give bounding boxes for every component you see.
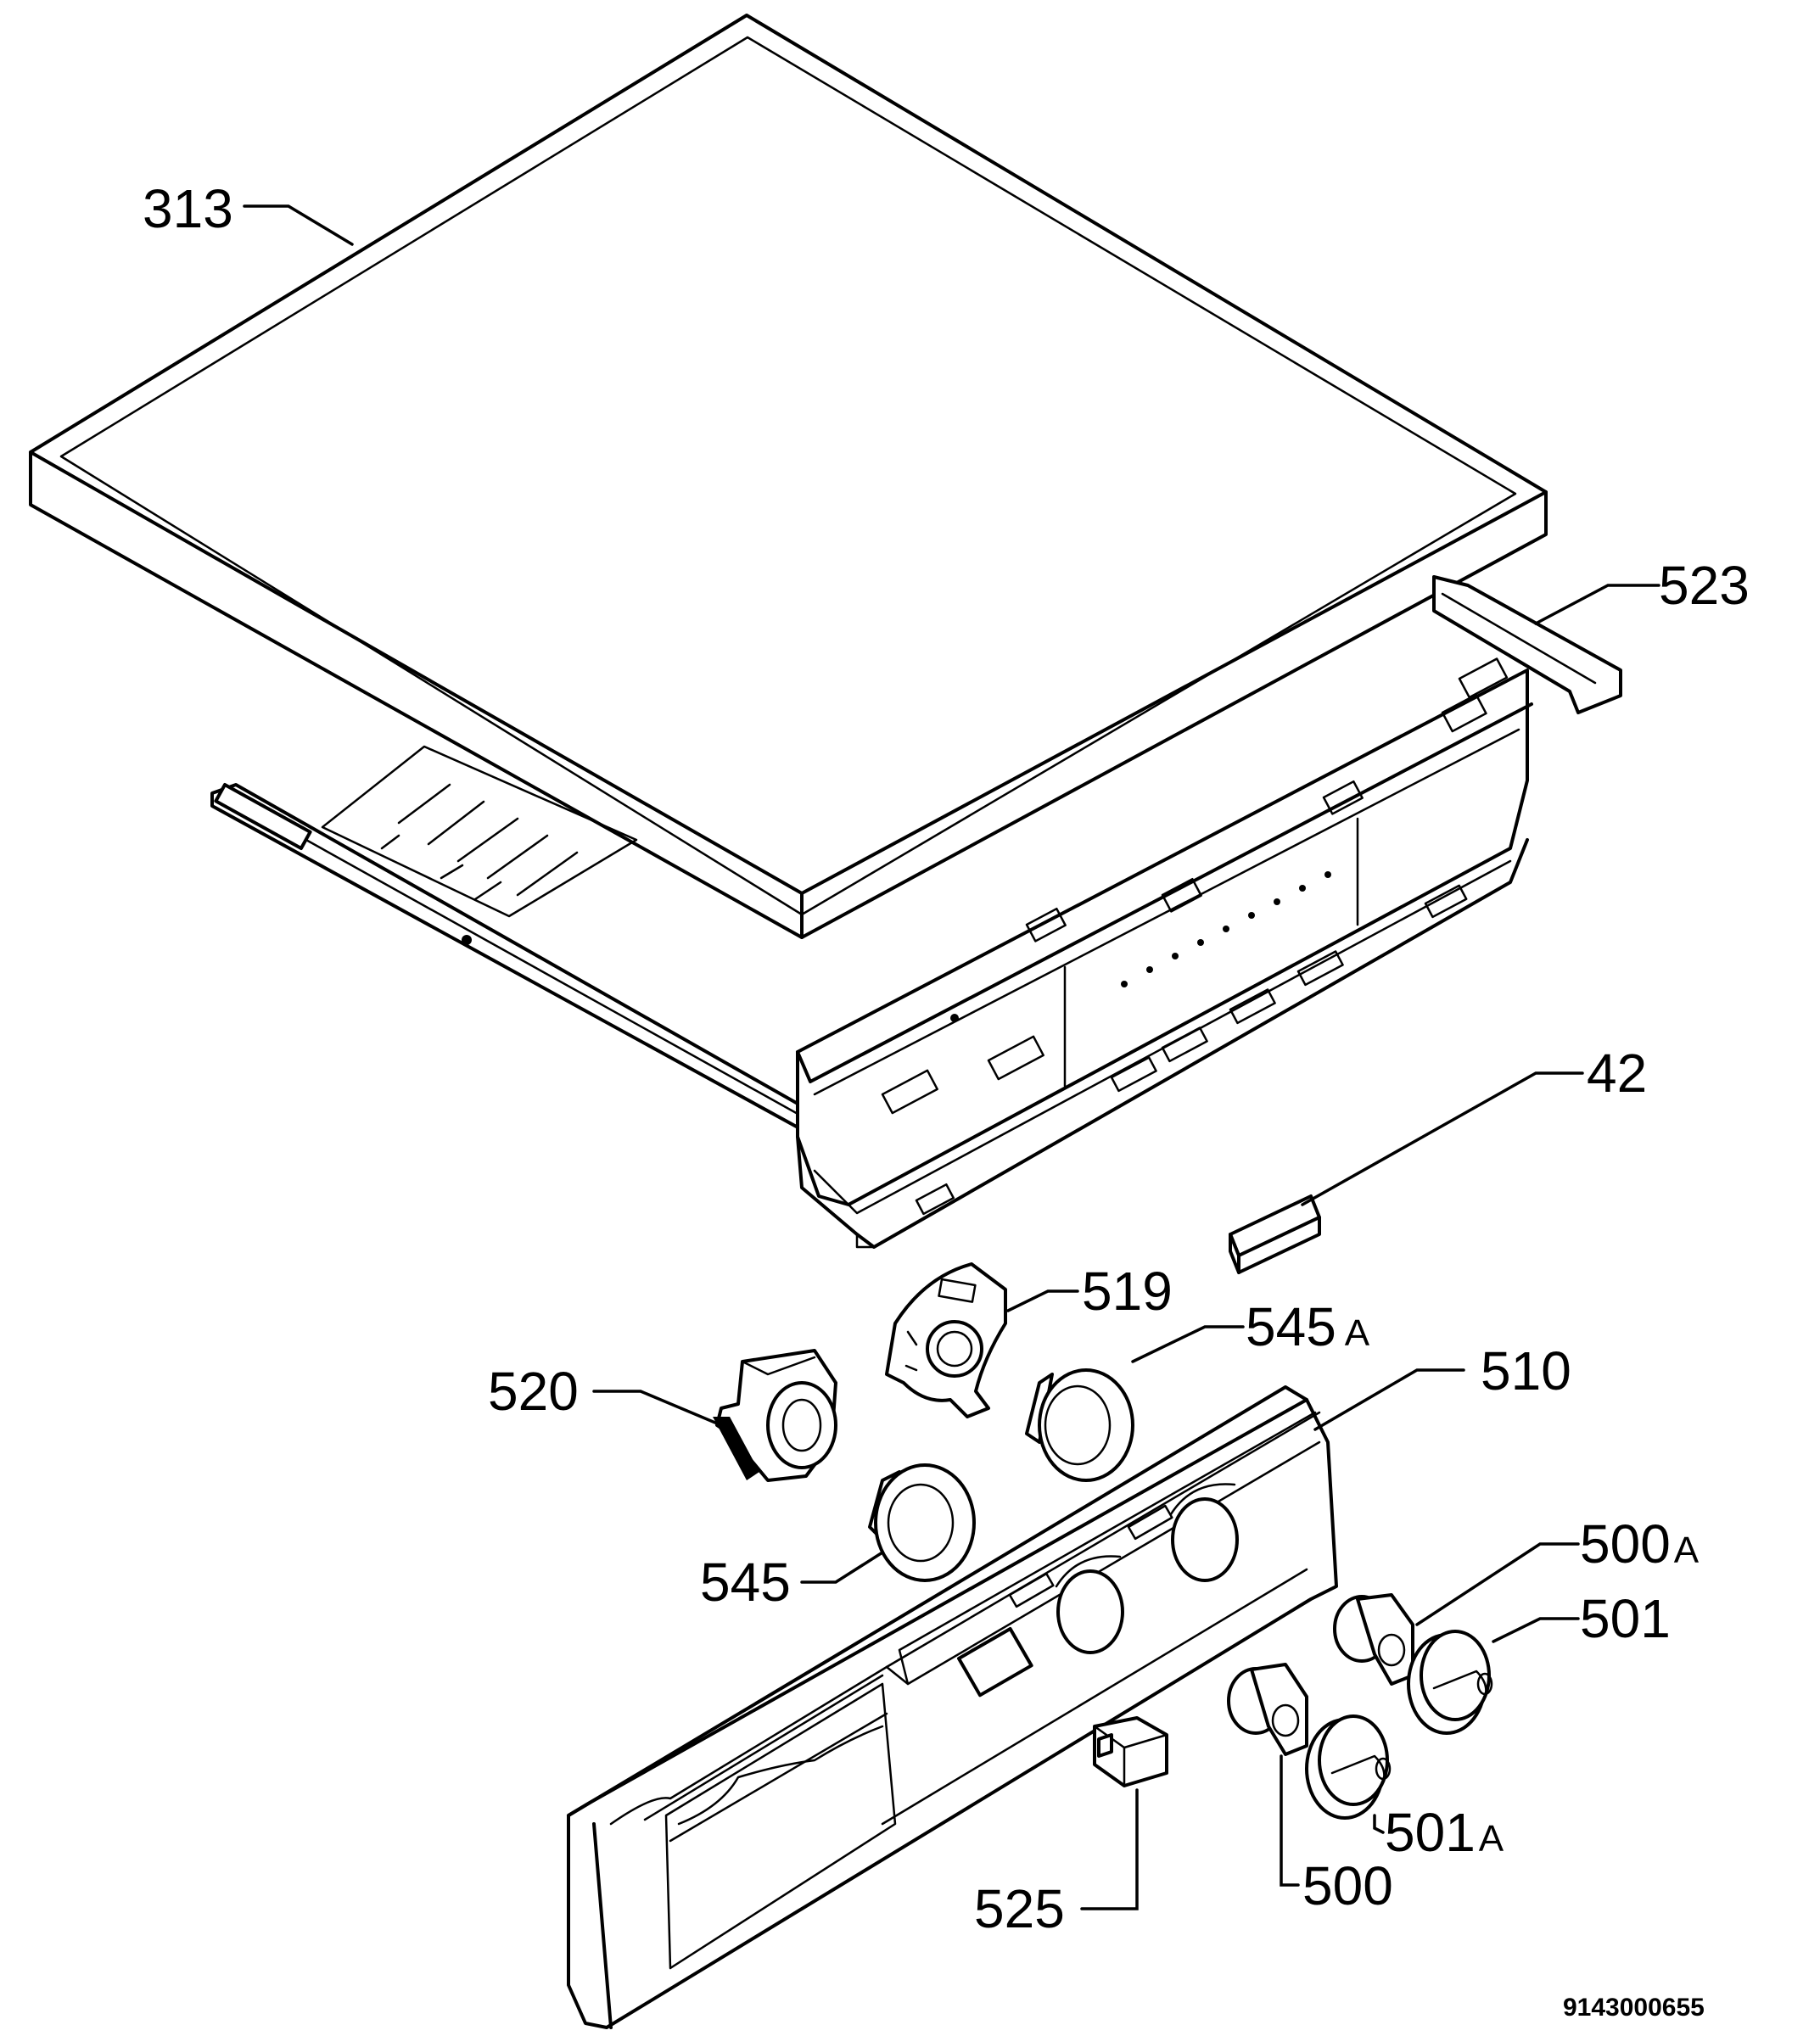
label-519: 519 [1082, 1261, 1173, 1322]
label-501: 501 [1580, 1588, 1671, 1649]
part-500-adapter [1227, 1663, 1308, 1756]
part-519-switch-bracket [885, 1262, 1007, 1418]
part-520-switch [713, 1349, 837, 1482]
part-500a-adapter [1333, 1593, 1414, 1686]
part-545a-knob-cap [1025, 1368, 1134, 1482]
drawing-code: 9143000655 [1563, 1994, 1705, 2022]
label-523: 523 [1659, 555, 1750, 616]
leader-lines [243, 204, 1660, 1910]
part-42-clip [1229, 1194, 1321, 1274]
label-500: 500 [1302, 1855, 1393, 1916]
label-545: 545 [700, 1552, 791, 1613]
label-501a: 501A [1385, 1802, 1504, 1863]
label-510: 510 [1481, 1340, 1571, 1401]
label-501a-suffix: A [1479, 1818, 1504, 1860]
label-501a-number: 501 [1385, 1802, 1476, 1863]
label-545a-number: 545 [1246, 1296, 1336, 1357]
part-525-push-switch [1093, 1716, 1168, 1787]
part-523-frame [210, 575, 1622, 1249]
part-545-knob-cap [868, 1463, 976, 1582]
label-500a-suffix: A [1674, 1530, 1700, 1571]
label-42: 42 [1587, 1043, 1647, 1104]
label-500a: 500A [1580, 1513, 1700, 1575]
part-313-top-cover [29, 14, 1548, 939]
label-525: 525 [974, 1878, 1065, 1939]
label-500a-number: 500 [1580, 1513, 1671, 1575]
label-545a-suffix: A [1345, 1312, 1370, 1354]
part-510-fascia [567, 1385, 1338, 2029]
part-501-knob [1407, 1630, 1493, 1735]
label-313: 313 [143, 178, 233, 239]
label-520: 520 [488, 1361, 579, 1422]
part-501a-knob [1305, 1714, 1392, 1820]
